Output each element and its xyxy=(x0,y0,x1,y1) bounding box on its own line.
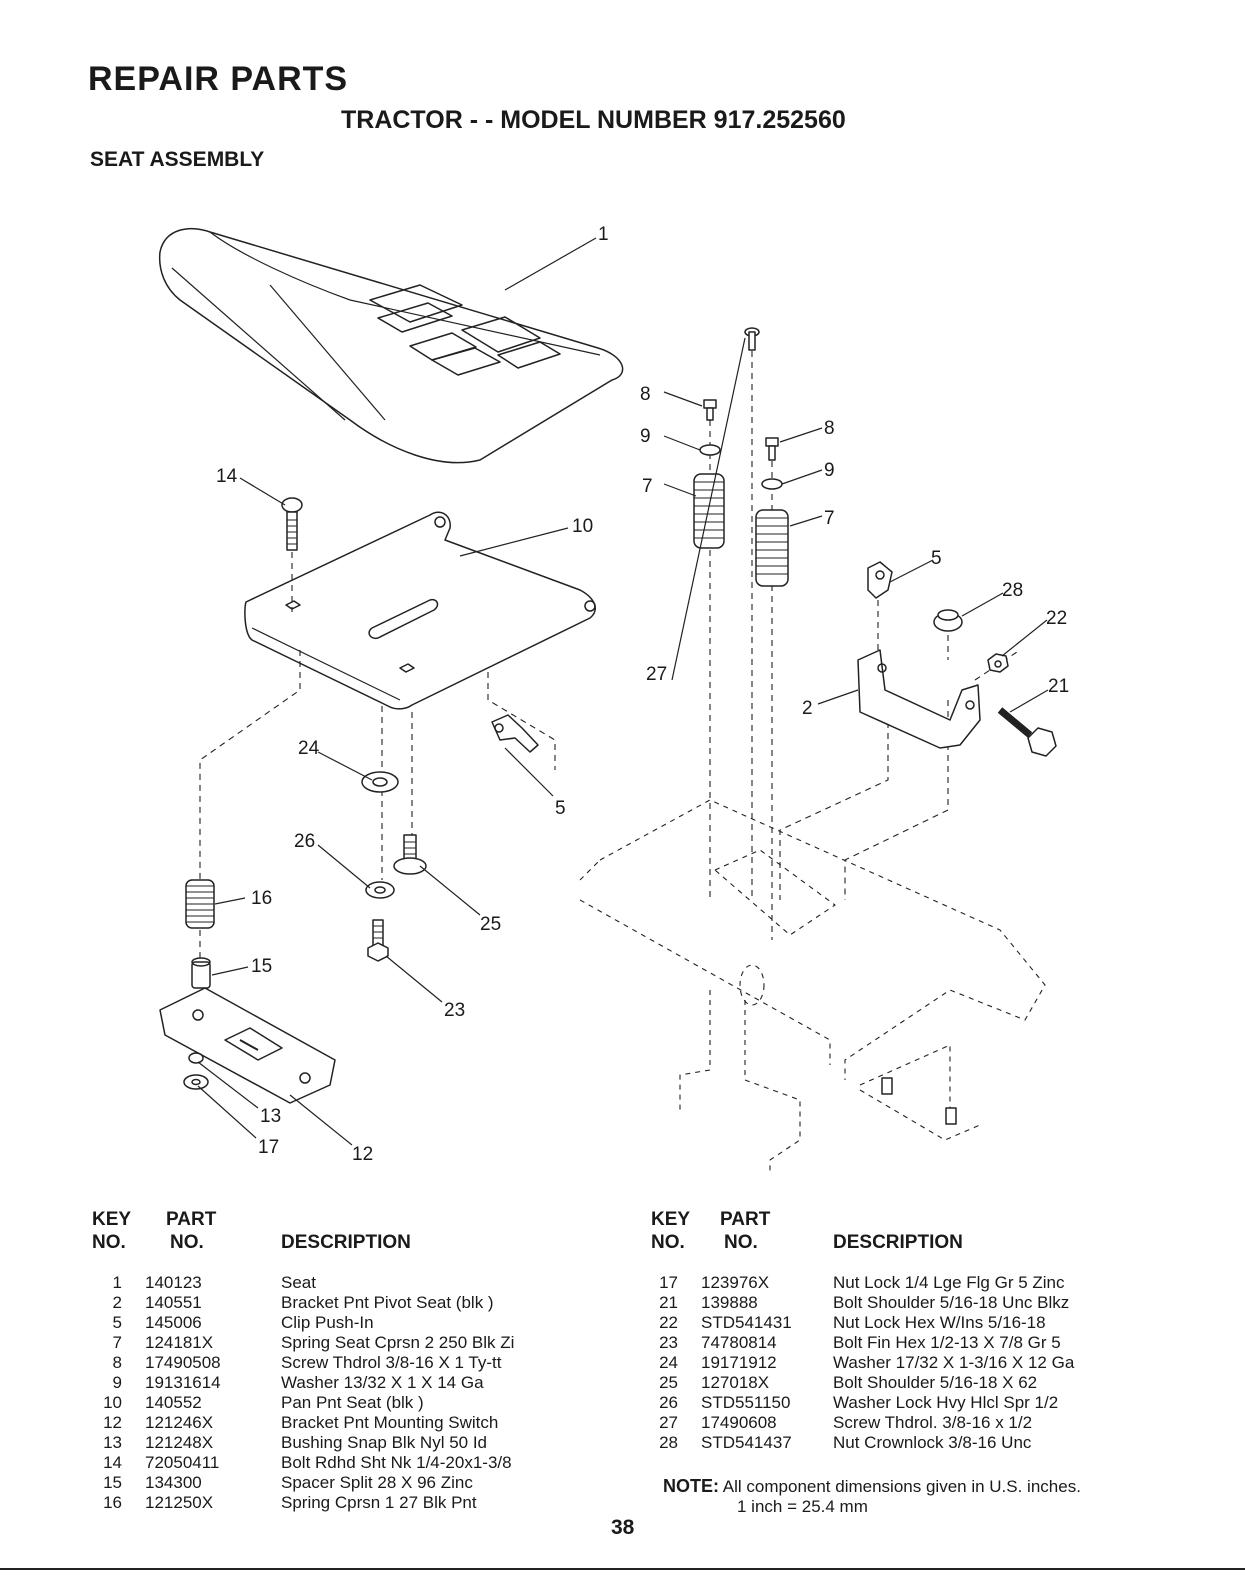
model-subtitle: TRACTOR - - MODEL NUMBER 917.252560 xyxy=(341,106,846,134)
frame-bolt-part xyxy=(881,1077,957,1125)
callout-17: 17 xyxy=(258,1137,279,1158)
callout-7-right: 7 xyxy=(824,508,835,529)
part-no-header-right: PART NO. xyxy=(720,1209,771,1253)
shoulder-bolt-part xyxy=(393,834,427,875)
tractor-frame-outline xyxy=(579,799,1046,1175)
callout-13: 13 xyxy=(260,1106,281,1127)
callout-5: 5 xyxy=(555,798,566,819)
section-heading: SEAT ASSEMBLY xyxy=(90,148,265,171)
seat-part xyxy=(158,227,624,464)
callout-2: 2 xyxy=(802,698,813,719)
bottom-divider xyxy=(0,1568,1245,1570)
bushing-nut-part xyxy=(183,1052,209,1090)
callout-10: 10 xyxy=(572,516,593,537)
description-header-right: DESCRIPTION xyxy=(833,1232,963,1253)
callout-14: 14 xyxy=(216,466,238,487)
exploded-parts-diagram: 1 14 10 24 5 26 25 16 15 23 13 17 12 8 9… xyxy=(158,224,1069,1175)
seat-pan-part xyxy=(244,511,596,710)
screw-washer-spring-right xyxy=(755,437,789,587)
callout-21: 21 xyxy=(1048,676,1069,697)
spring-part xyxy=(185,879,215,929)
part-no-header-left: PART NO. xyxy=(166,1209,217,1253)
callout-22: 22 xyxy=(1046,608,1067,629)
pivot-bracket-part xyxy=(857,649,981,749)
screw-washer-spring-left xyxy=(693,399,725,549)
page-title: REPAIR PARTS xyxy=(88,60,349,98)
callout-24: 24 xyxy=(298,738,320,759)
callout-leader-lines xyxy=(197,237,1049,1146)
callout-labels: 1 14 10 24 5 26 25 16 15 23 13 17 12 8 9… xyxy=(216,224,1069,1165)
callout-27: 27 xyxy=(646,664,667,685)
key-no-header-right: KEY NO. xyxy=(651,1209,691,1253)
clip-part-right xyxy=(867,561,893,599)
assembly-guide-lines xyxy=(199,340,1021,1050)
page-number: 38 xyxy=(611,1516,635,1539)
description-header-left: DESCRIPTION xyxy=(281,1232,411,1253)
note-label: NOTE: xyxy=(663,1476,719,1496)
callout-28: 28 xyxy=(1002,580,1023,601)
callout-23: 23 xyxy=(444,1000,465,1021)
callout-25: 25 xyxy=(480,914,501,935)
screw-part xyxy=(744,327,760,351)
callout-9-left: 9 xyxy=(640,426,651,447)
callout-8-right: 8 xyxy=(824,418,835,439)
note-line1: All component dimensions given in U.S. i… xyxy=(722,1477,1081,1496)
callout-5-right: 5 xyxy=(931,548,942,569)
callout-8-left: 8 xyxy=(640,384,651,405)
spacer-part xyxy=(191,957,211,989)
units-note: NOTE: All component dimensions given in … xyxy=(663,1476,1081,1517)
callout-26: 26 xyxy=(294,831,315,852)
callout-1: 1 xyxy=(598,224,609,245)
carriage-bolt-part xyxy=(281,497,303,551)
callout-7-left: 7 xyxy=(642,476,653,497)
callout-16: 16 xyxy=(251,888,272,909)
callout-15: 15 xyxy=(251,956,272,977)
callout-9-right: 9 xyxy=(824,460,835,481)
washer-part xyxy=(361,771,399,899)
hex-bolt-part xyxy=(367,919,389,962)
switch-bracket-part xyxy=(159,987,336,1104)
note-line2: 1 inch = 25.4 mm xyxy=(737,1497,868,1516)
crownlock-nut-part xyxy=(933,609,963,632)
shoulder-bolt-21-part xyxy=(997,707,1057,757)
key-no-header-left: KEY NO. xyxy=(92,1209,132,1253)
hex-nut-part xyxy=(987,653,1009,673)
clip-part xyxy=(491,714,539,753)
callout-12: 12 xyxy=(352,1144,373,1165)
